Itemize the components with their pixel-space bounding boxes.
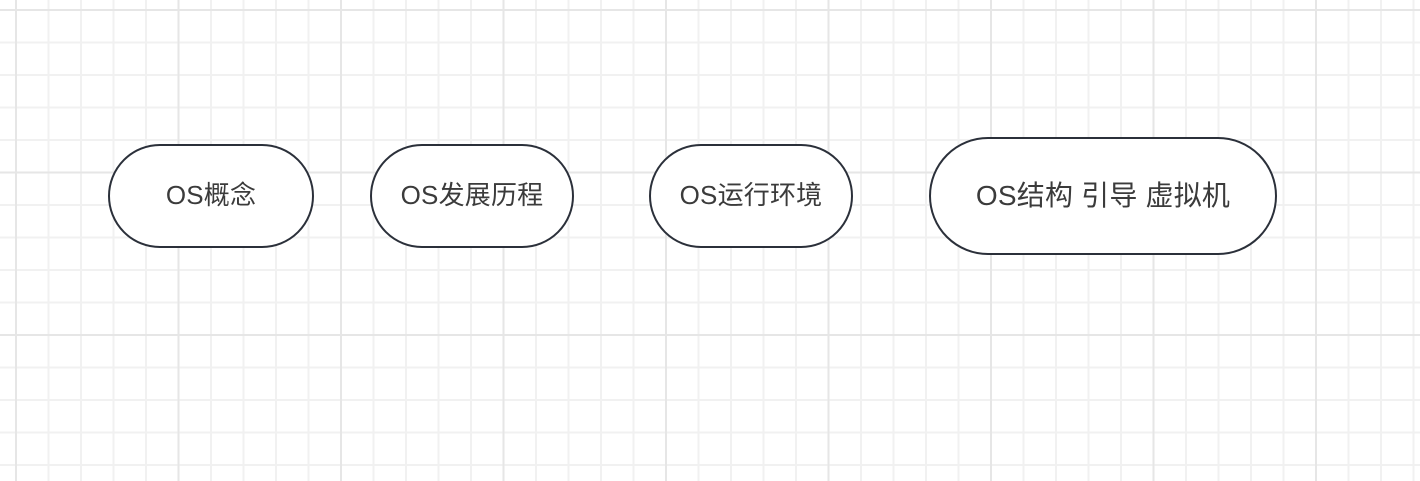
diagram-node-label: OS运行环境 bbox=[679, 180, 823, 211]
diagram-node-os-structure[interactable]: OS结构 引导 虚拟机 bbox=[929, 137, 1277, 255]
diagram-node-os-history[interactable]: OS发展历程 bbox=[370, 144, 574, 248]
diagram-node-os-runtime-env[interactable]: OS运行环境 bbox=[649, 144, 853, 248]
diagram-node-label: OS概念 bbox=[165, 180, 257, 211]
diagram-node-label: OS结构 引导 虚拟机 bbox=[975, 180, 1231, 212]
diagram-node-label: OS发展历程 bbox=[400, 180, 544, 211]
diagram-node-os-concept[interactable]: OS概念 bbox=[108, 144, 314, 248]
